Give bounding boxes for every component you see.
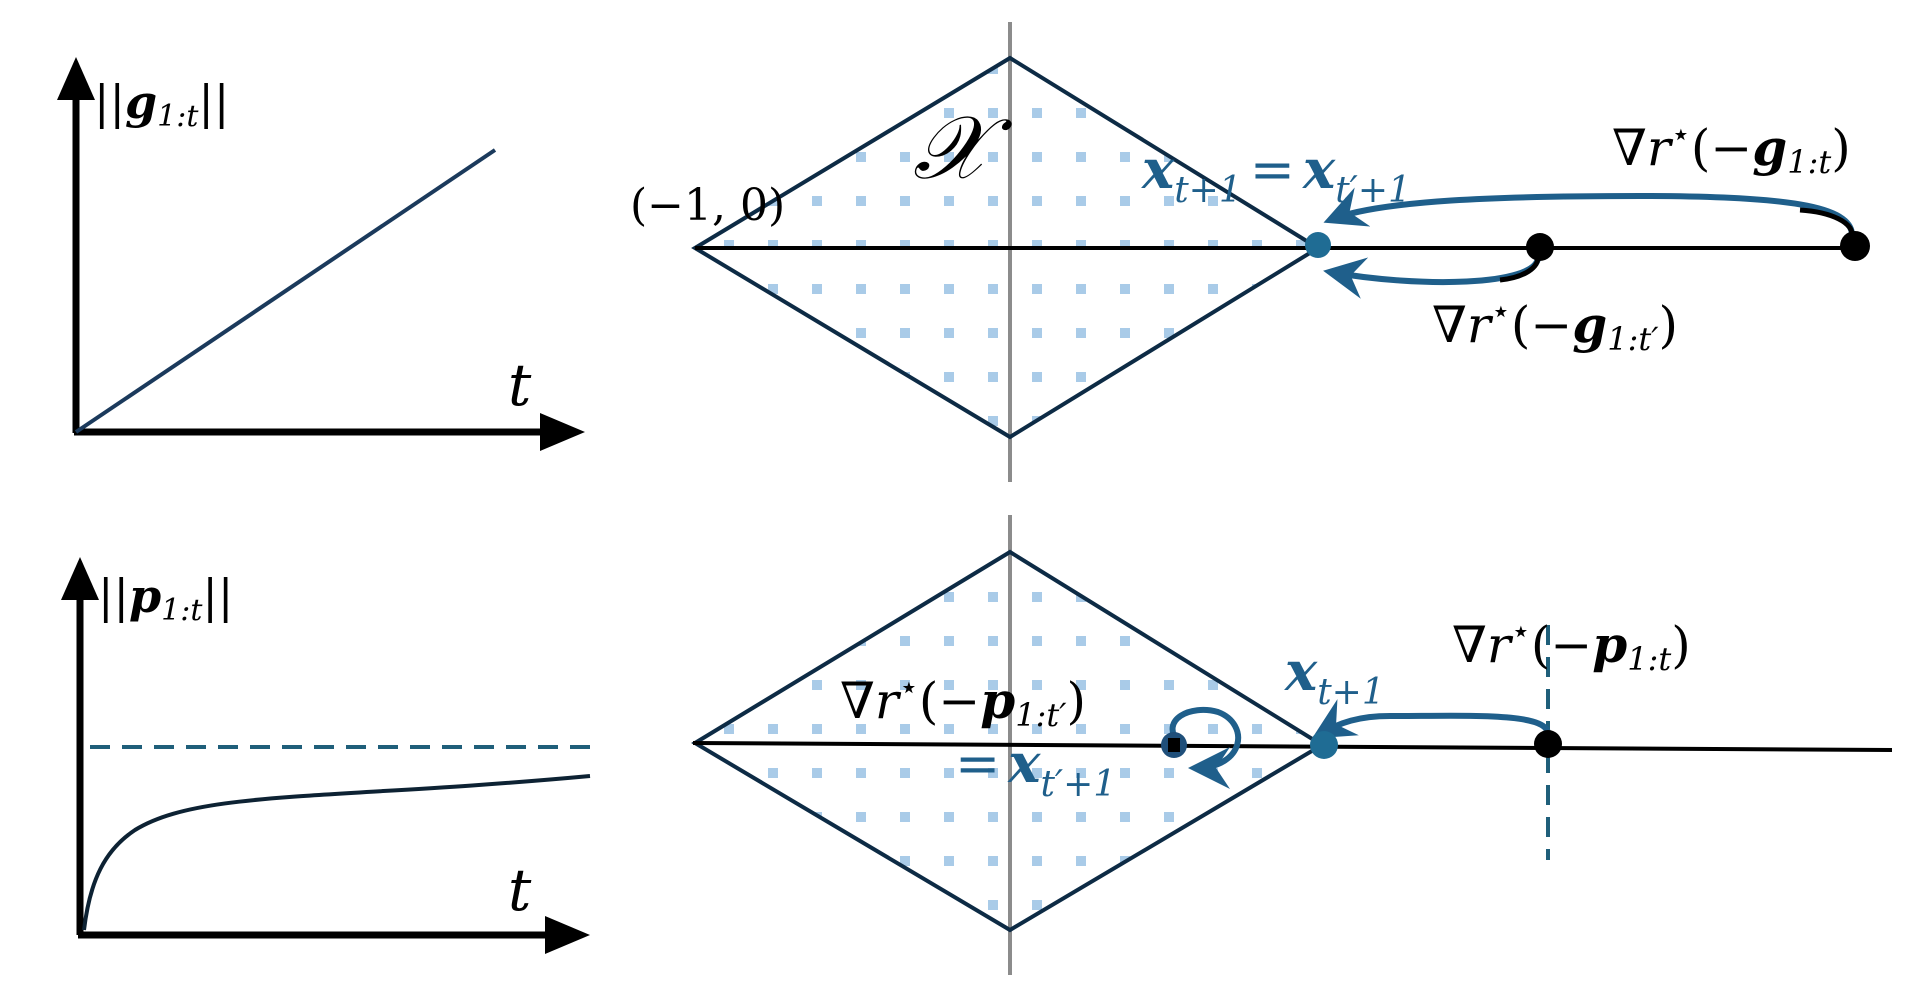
bottom-norm-y-arrowhead <box>61 557 99 600</box>
top-norm-xlabel: t <box>508 351 532 419</box>
top-point-label: xt+1=xt′+1 <box>1141 137 1411 211</box>
bottom-inner-eq: =xt′+1 <box>955 731 1116 805</box>
top-norm-y-arrowhead <box>57 57 95 100</box>
top-diamond-panel: 𝒳 (−1, 0) xt+1=xt′+1 ∇r⋆(−g1:t) ∇r⋆(−g1:… <box>630 22 1870 482</box>
top-vertex-label: (−1, 0) <box>630 180 785 231</box>
bottom-norm-ylabel: ||p1:t|| <box>98 569 233 628</box>
top-norm-plot: ||g1:t|| t <box>57 57 585 451</box>
top-near-arrow-tail <box>1499 257 1541 283</box>
bottom-self-loop <box>1169 706 1242 789</box>
bottom-far-label: ∇r⋆(−p1:t) <box>1452 612 1691 678</box>
bottom-far-arrow <box>1311 699 1551 739</box>
top-point-near <box>1526 233 1554 261</box>
bottom-point-far <box>1534 730 1562 758</box>
top-near-label: ∇r⋆(−g1:t′) <box>1432 292 1678 358</box>
top-point-x-t1 <box>1305 232 1331 258</box>
bottom-norm-curve <box>82 774 591 931</box>
bottom-point-x-t1 <box>1310 731 1338 759</box>
top-norm-linear-line <box>74 148 497 434</box>
bottom-norm-plot: ||p1:t|| t <box>61 557 591 954</box>
bottom-inner-label: ∇r⋆(−p1:t′) <box>840 668 1086 734</box>
bottom-horizontal-axis <box>692 741 1893 752</box>
top-point-far <box>1840 231 1870 261</box>
bottom-point-fixed-core <box>1168 738 1180 752</box>
bottom-diamond-panel: ∇r⋆(−p1:t′) =xt′+1 xt+1 ∇r⋆(−p1:t) <box>691 515 1893 975</box>
bottom-norm-x-arrowhead <box>545 916 590 954</box>
top-norm-ylabel: ||g1:t|| <box>94 75 229 134</box>
top-far-arrow-tail <box>1799 207 1855 239</box>
top-norm-x-arrowhead <box>540 413 585 451</box>
bottom-norm-xlabel: t <box>508 856 532 924</box>
top-far-label: ∇r⋆(−g1:t) <box>1612 115 1851 181</box>
bottom-point-label: xt+1 <box>1284 639 1385 713</box>
top-far-arrow <box>1323 187 1856 239</box>
